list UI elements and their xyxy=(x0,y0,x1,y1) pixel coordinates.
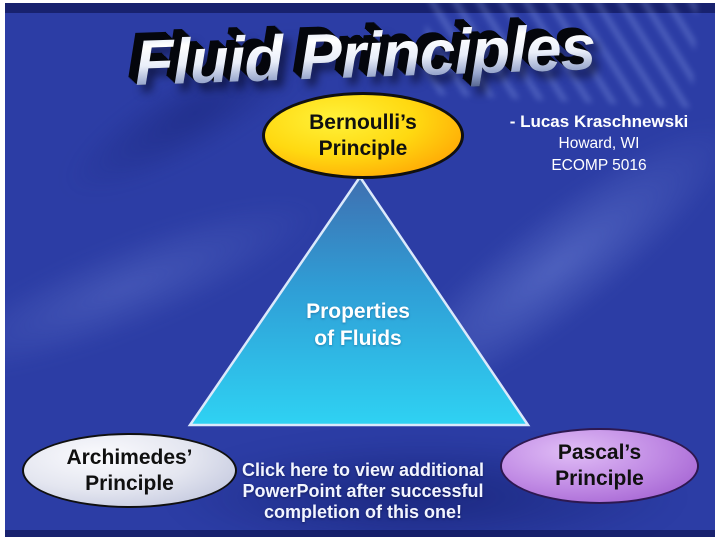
triangle-shape[interactable] xyxy=(187,174,531,427)
pascal-label: Pascal’s Principle xyxy=(555,441,644,490)
byline: - Lucas Kraschnewski Howard, WI ECOMP 50… xyxy=(485,111,713,177)
bottom-navy-band xyxy=(5,530,715,537)
byline-author: - Lucas Kraschnewski xyxy=(509,112,689,131)
properties-triangle[interactable] xyxy=(185,173,535,429)
archimedes-label: Archimedes’ Principle xyxy=(66,445,193,495)
bernoulli-bubble[interactable]: Bernoulli’s Principle xyxy=(262,92,464,179)
archimedes-bubble[interactable]: Archimedes’ Principle xyxy=(22,433,237,508)
top-navy-band xyxy=(5,3,715,13)
next-powerpoint-link[interactable]: Click here to view additional PowerPoint… xyxy=(241,460,485,522)
slide-canvas: Fluid Principles Fluid Principles - Luca… xyxy=(5,3,715,537)
pascal-bubble[interactable]: Pascal’s Principle xyxy=(500,428,699,504)
triangle-label[interactable]: Properties of Fluids xyxy=(306,300,410,350)
byline-course: ECOMP 5016 xyxy=(551,157,647,174)
byline-location: Howard, WI xyxy=(558,135,640,152)
bernoulli-label: Bernoulli’s Principle xyxy=(309,110,417,160)
